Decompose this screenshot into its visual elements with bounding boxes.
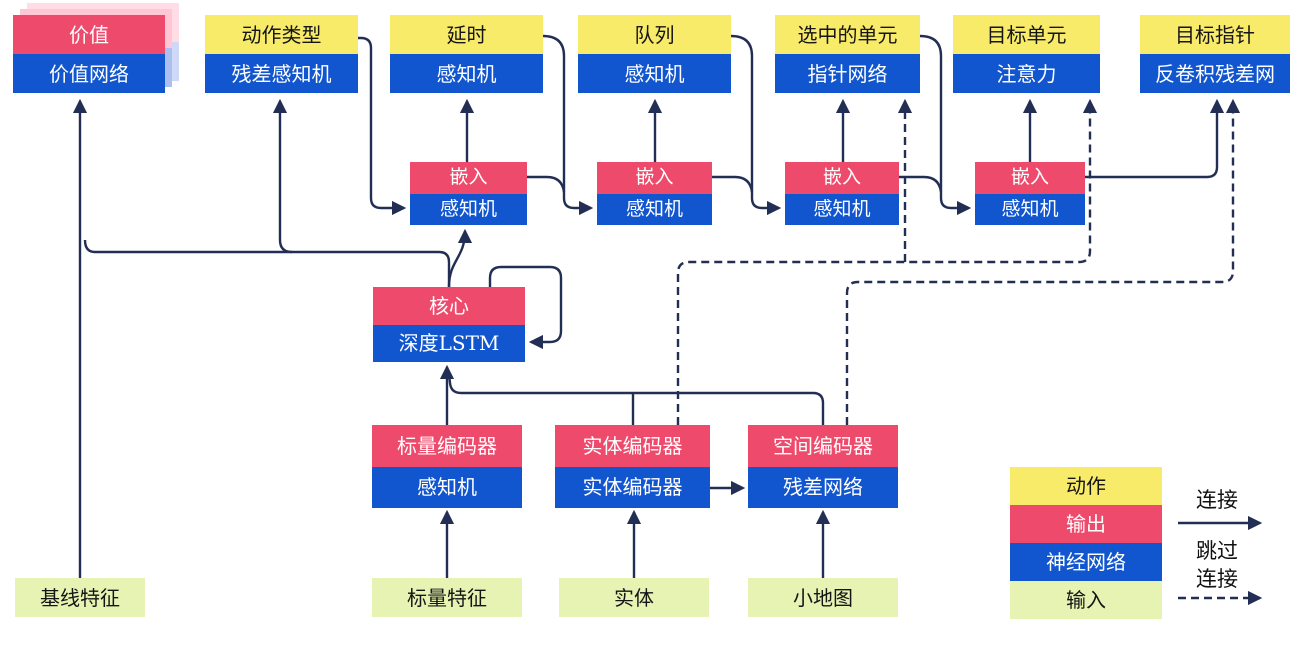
node-embedding-1-network: 感知机 [410, 193, 527, 225]
legend-connection-label: 连接 [1196, 488, 1238, 512]
node-delay-label: 延时 [390, 15, 543, 54]
node-target-unit-network: 注意力 [953, 54, 1100, 93]
legend-skip-label-line2: 连接 [1196, 567, 1238, 591]
legend-action: 动作 [1010, 467, 1162, 505]
node-core-label: 核心 [373, 287, 525, 325]
node-embedding-3-label: 嵌入 [785, 162, 899, 194]
node-value-label: 价值 [13, 15, 165, 54]
node-embedding-4-label: 嵌入 [975, 162, 1085, 194]
legend-network: 神经网络 [1010, 543, 1162, 581]
edge-action-type-to-embed1 [358, 36, 407, 216]
node-spatial-encoder-label: 空间编码器 [748, 425, 898, 467]
node-action-type: 动作类型 残差感知机 [205, 15, 358, 93]
node-embedding-1-label: 嵌入 [410, 162, 527, 194]
node-queue: 队列 感知机 [578, 15, 731, 93]
edge-delay-to-embed2 [542, 34, 594, 216]
node-embedding-2: 嵌入 感知机 [597, 162, 712, 225]
node-minimap-label: 小地图 [748, 578, 898, 617]
node-target-point-network: 反卷积残差网 [1140, 54, 1290, 93]
edge-embed1-chain [527, 175, 566, 193]
edge-core-output-trunk [83, 239, 451, 287]
node-minimap: 小地图 [748, 578, 898, 617]
node-delay-network: 感知机 [390, 54, 543, 93]
node-embedding-1: 嵌入 感知机 [410, 162, 527, 225]
legend-skip-label-line1: 跳过 [1196, 539, 1238, 563]
node-entities: 实体 [559, 578, 709, 617]
node-entity-encoder: 实体编码器 实体编码器 [555, 425, 710, 508]
edge-skip-entity-to-attention [676, 98, 1098, 425]
node-target-point-label: 目标指针 [1140, 15, 1290, 54]
node-queue-network: 感知机 [578, 54, 731, 93]
node-selected-units-label: 选中的单元 [775, 15, 920, 54]
node-delay: 延时 感知机 [390, 15, 543, 93]
node-baseline-features-label: 基线特征 [15, 578, 145, 617]
node-embedding-3: 嵌入 感知机 [785, 162, 899, 225]
node-scalar-encoder-label: 标量编码器 [372, 425, 522, 467]
node-action-type-label: 动作类型 [205, 15, 358, 54]
node-embedding-4-network: 感知机 [975, 193, 1085, 225]
node-target-point: 目标指针 反卷积残差网 [1140, 15, 1290, 93]
edge-embed2-chain [712, 175, 754, 193]
node-target-unit: 目标单元 注意力 [953, 15, 1100, 93]
legend-color-key: 动作 输出 神经网络 输入 [1010, 467, 1162, 619]
node-embedding-3-network: 感知机 [785, 193, 899, 225]
node-baseline-features: 基线特征 [15, 578, 145, 617]
edge-embed3-chain [899, 175, 943, 193]
edge-queue-to-embed3 [730, 34, 782, 216]
node-spatial-encoder: 空间编码器 残差网络 [748, 425, 898, 508]
node-scalar-encoder-network: 感知机 [372, 466, 522, 508]
node-value-network: 价值网络 [13, 54, 165, 93]
node-embedding-4: 嵌入 感知机 [975, 162, 1085, 225]
legend-output: 输出 [1010, 505, 1162, 543]
node-entities-label: 实体 [559, 578, 709, 617]
node-embedding-2-network: 感知机 [597, 193, 712, 225]
edge-selected-units-to-embed4 [919, 34, 972, 216]
node-entity-encoder-label: 实体编码器 [555, 425, 710, 467]
node-spatial-encoder-network: 残差网络 [748, 466, 898, 508]
edge-core-to-action-type [272, 98, 293, 254]
node-target-unit-label: 目标单元 [953, 15, 1100, 54]
node-queue-label: 队列 [578, 15, 731, 54]
edge-spatial-enc-to-core [447, 373, 825, 425]
node-scalar-features: 标量特征 [372, 578, 522, 617]
edge-core-self-loop [488, 265, 563, 350]
node-selected-units: 选中的单元 指针网络 [775, 15, 920, 93]
node-scalar-features-label: 标量特征 [372, 578, 522, 617]
node-value: 价值 价值网络 [13, 15, 165, 93]
node-core: 核心 深度LSTM [373, 287, 525, 362]
edge-embed4-to-target-point [1085, 98, 1225, 179]
legend-input: 输入 [1010, 581, 1162, 619]
node-entity-encoder-network: 实体编码器 [555, 466, 710, 508]
node-core-network: 深度LSTM [373, 324, 525, 362]
node-selected-units-network: 指针网络 [775, 54, 920, 93]
edge-core-to-embed1 [447, 228, 473, 288]
node-scalar-encoder: 标量编码器 感知机 [372, 425, 522, 508]
node-action-type-network: 残差感知机 [205, 54, 358, 93]
node-embedding-2-label: 嵌入 [597, 162, 712, 194]
edge-skip-spatial-to-target-point [845, 98, 1241, 425]
